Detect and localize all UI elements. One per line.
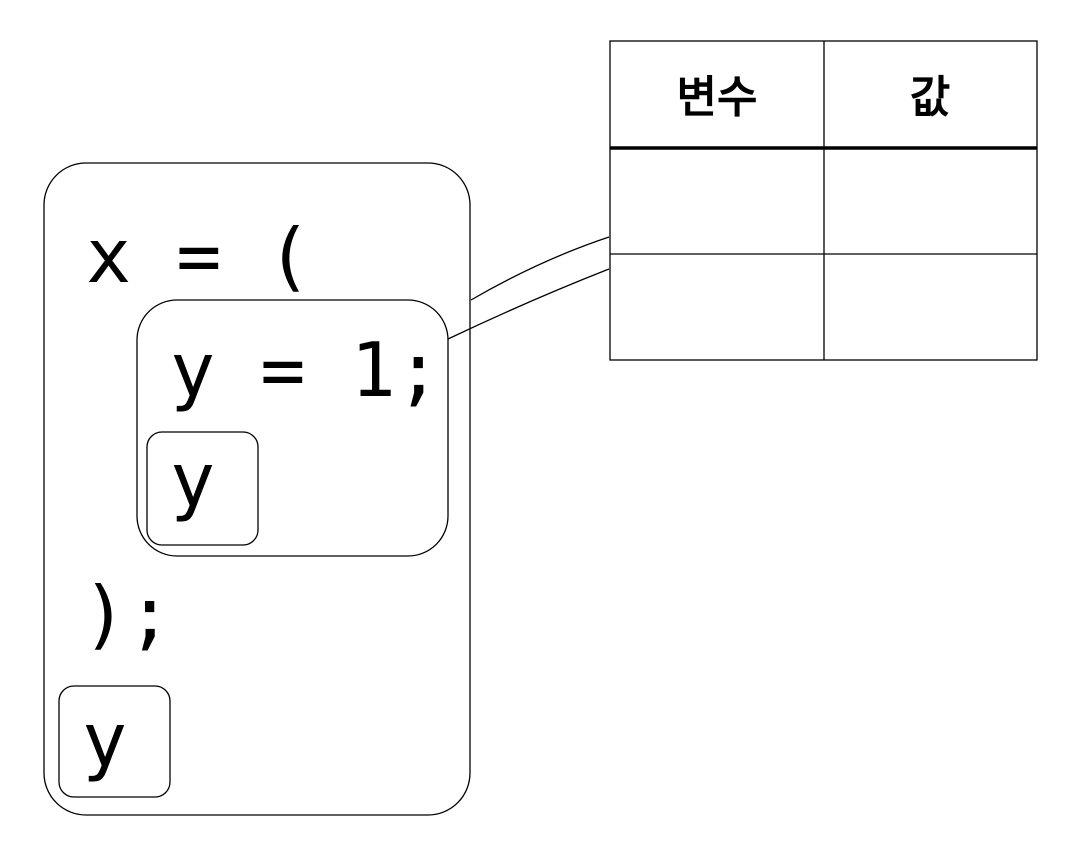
inner-block-box [136, 299, 449, 557]
header-value: 값 [910, 72, 950, 123]
inner-scope-connector [447, 268, 610, 340]
code-outer-y: y [82, 696, 127, 784]
outer-block-box [43, 162, 471, 816]
header-variable: 변수 [677, 72, 758, 123]
variable-table: 변수 값 [609, 40, 1038, 361]
inner-y-box [146, 431, 259, 546]
code-line-x-assign: x = ( [86, 212, 312, 300]
outer-y-box [58, 685, 171, 798]
code-line-y-assign: y = 1; [170, 326, 441, 414]
code-close-paren: ); [82, 570, 172, 658]
outer-scope-connector [470, 236, 610, 301]
code-inner-y: y [170, 436, 215, 524]
